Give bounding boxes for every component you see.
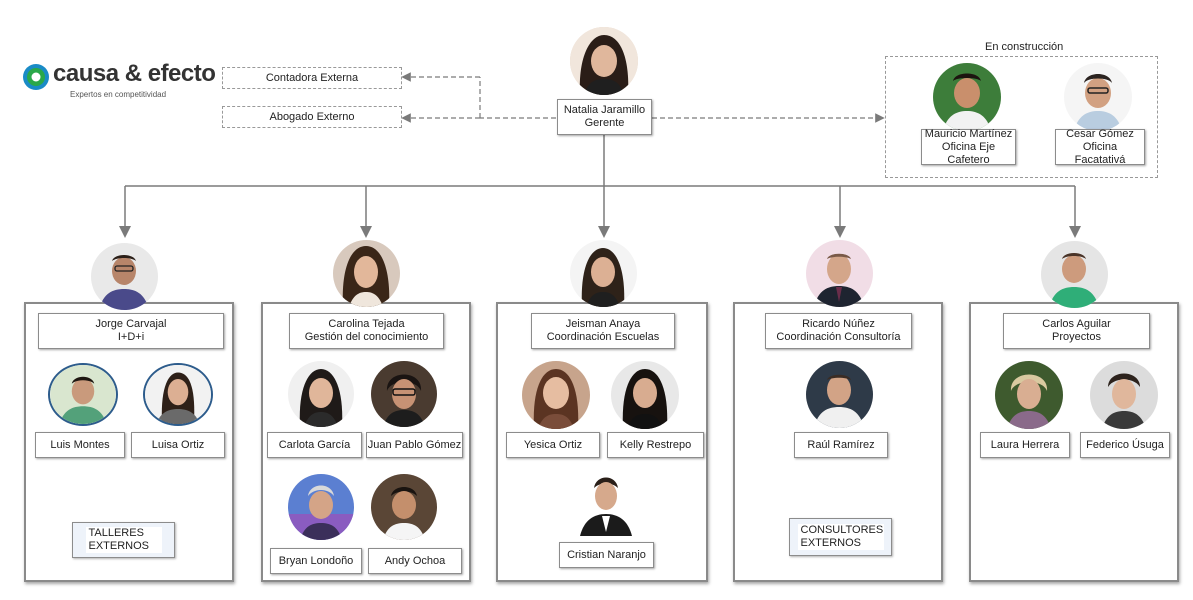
office-2-box: Cesar Gómez Oficina Facatativá (1055, 127, 1145, 166)
dept4-member1-avatar (806, 361, 873, 428)
dept4-head-role: Coordinación Consultoría (776, 331, 901, 343)
dept2-member1-name: Carlota García (278, 438, 351, 451)
dept3-member3-name: Cristian Naranjo (567, 548, 646, 561)
dept1-head-avatar (91, 243, 158, 310)
logo-tagline: Expertos en competitividad (70, 90, 167, 99)
manager-role: Gerente (584, 117, 625, 129)
dept3-member2-name: Kelly Restrepo (619, 438, 692, 451)
dept3-head-avatar (570, 240, 637, 307)
manager-avatar (570, 27, 638, 95)
dept1-member1-name: Luis Montes (50, 438, 110, 451)
dept3-member3-box: Cristian Naranjo (559, 542, 654, 568)
dept5-member2-avatar (1090, 361, 1158, 429)
dept1-head-box: Jorge Carvajal I+D+i (38, 313, 224, 349)
dept5-member2-box: Federico Úsuga (1080, 432, 1170, 458)
dept2-member2-box: Juan Pablo Gómez (366, 432, 463, 458)
dept1-head-name: Jorge Carvajal (95, 318, 167, 330)
dept2-member4-avatar (371, 474, 437, 540)
external-accountant-box: Contadora Externa (222, 67, 402, 89)
logo-brand: causa & efecto (53, 60, 216, 87)
dept4-member1-name: Raúl Ramírez (807, 438, 875, 451)
dept1-member2-box: Luisa Ortiz (131, 432, 225, 458)
dept2-member4-box: Andy Ochoa (368, 548, 462, 574)
dept2-member3-box: Bryan Londoño (270, 548, 362, 574)
dept2-member1-avatar (288, 361, 354, 427)
dept4-head-avatar (806, 240, 873, 307)
dept2-head-box: Carolina Tejada Gestión del conocimiento (289, 313, 444, 349)
office-1-box: Mauricio Martínez Oficina Eje Cafetero (921, 127, 1016, 166)
dept5-member2-name: Federico Úsuga (1086, 438, 1164, 451)
dept5-member1-name: Laura Herrera (990, 438, 1060, 451)
office-1-name: Mauricio Martínez (924, 127, 1013, 140)
dept3-member1-avatar (522, 361, 590, 429)
dept2-head-name: Carolina Tejada (328, 318, 405, 330)
dept3-head-name: Jeisman Anaya (565, 318, 641, 330)
dept5-head-role: Proyectos (1052, 331, 1101, 343)
dept5-head-box: Carlos Aguilar Proyectos (1003, 313, 1150, 349)
dept3-head-box: Jeisman Anaya Coordinación Escuelas (531, 313, 675, 349)
dept1-head-role: I+D+i (117, 331, 145, 343)
office-1-avatar (933, 63, 1001, 131)
dept4-head-box: Ricardo Núñez Coordinación Consultoría (765, 313, 912, 349)
dept4-head-name: Ricardo Núñez (802, 318, 875, 330)
dept2-head-role: Gestión del conocimiento (304, 331, 429, 343)
dept1-member1-box: Luis Montes (35, 432, 125, 458)
dept2-member3-avatar (288, 474, 354, 540)
dept1-member2-avatar (143, 363, 213, 426)
dept3-member3-avatar (574, 466, 638, 536)
logo-mark-icon (23, 64, 49, 90)
external-accountant-label: Contadora Externa (265, 72, 359, 84)
dept3-member2-box: Kelly Restrepo (607, 432, 704, 458)
dept3-member2-avatar (611, 361, 679, 429)
dept5-member1-box: Laura Herrera (980, 432, 1070, 458)
dept2-member1-box: Carlota García (267, 432, 362, 458)
dept1-member1-avatar (48, 363, 118, 426)
dept4-external-box: CONSULTORES EXTERNOS (789, 518, 892, 556)
in-construction-frame (885, 56, 1158, 178)
manager-name: Natalia Jaramillo (563, 104, 646, 116)
dept1-member2-name: Luisa Ortiz (151, 438, 205, 451)
manager-box: Natalia Jaramillo Gerente (557, 99, 652, 135)
office-2-name: Cesar Gómez (1066, 127, 1134, 140)
dept2-member4-name: Andy Ochoa (384, 554, 446, 567)
dept4-member1-box: Raúl Ramírez (794, 432, 888, 458)
dept3-member1-name: Yesica Ortiz (523, 438, 583, 451)
dept2-head-avatar (333, 240, 400, 307)
dept1-external-box: TALLERES EXTERNOS (72, 522, 175, 558)
external-lawyer-box: Abogado Externo (222, 106, 402, 128)
office-2-avatar (1064, 63, 1132, 131)
dept2-member3-name: Bryan Londoño (278, 554, 354, 567)
dept3-member1-box: Yesica Ortiz (506, 432, 600, 458)
dept5-head-avatar (1041, 241, 1108, 308)
office-2-role: Oficina Facatativá (1074, 140, 1126, 166)
company-logo: causa & efecto Expertos en competitivida… (22, 60, 216, 100)
dept3-head-role: Coordinación Escuelas (546, 331, 660, 343)
in-construction-title: En construcción (985, 41, 1064, 53)
dept5-head-name: Carlos Aguilar (1042, 318, 1111, 330)
dept1-external-label: TALLERES EXTERNOS (85, 527, 162, 553)
dept5-member1-avatar (995, 361, 1063, 429)
external-lawyer-label: Abogado Externo (269, 111, 355, 123)
office-1-role: Oficina Eje Cafetero (941, 140, 996, 166)
dept2-member2-avatar (371, 361, 437, 427)
dept4-external-label: CONSULTORES EXTERNOS (797, 524, 884, 550)
dept2-member2-name: Juan Pablo Gómez (367, 438, 462, 451)
